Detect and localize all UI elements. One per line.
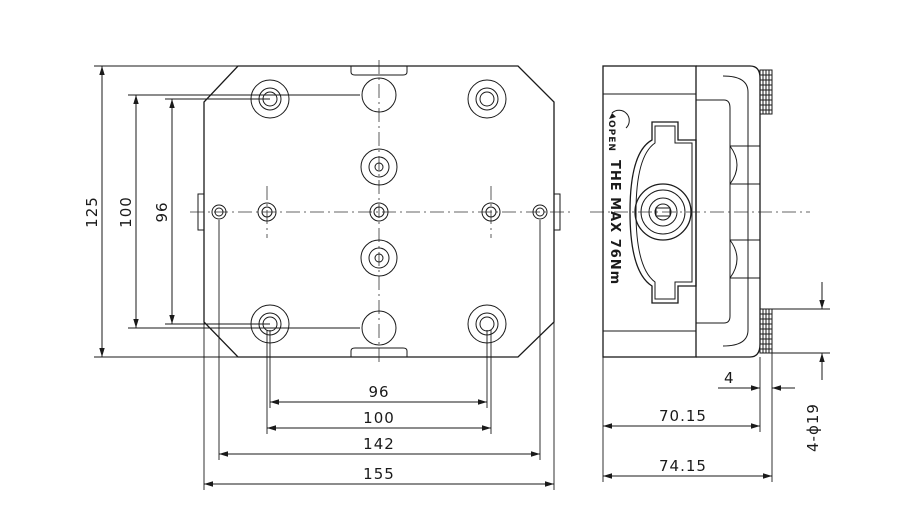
open-arrow-icon	[611, 109, 630, 129]
plate-outline	[203, 65, 555, 358]
actuator-window	[629, 121, 697, 304]
dim-100-v-label: 100	[117, 196, 135, 228]
top-slot	[350, 66, 408, 76]
mid-hole-right	[481, 202, 501, 222]
dim-74-15-label: 74.15	[659, 457, 707, 475]
side-view: OPEN THE MAX 76Nm 70.15 74.15 4 4-ϕ19	[590, 65, 830, 482]
center-lower-counterbore	[360, 239, 398, 277]
dim-pin-diameter-label: 4-ϕ19	[804, 403, 822, 452]
clamp-pin-bottom	[759, 308, 773, 354]
mid-hole-center	[369, 202, 389, 222]
dim-4-label: 4	[724, 369, 735, 387]
clamp-pin-top	[759, 69, 773, 115]
dim-142-label: 142	[363, 435, 395, 453]
dim-155-label: 155	[363, 465, 395, 483]
dim-125-label: 125	[83, 196, 101, 228]
center-bottom-hole	[361, 310, 397, 346]
side-clamp-section	[696, 65, 761, 358]
counterbore-hole-top-right	[467, 79, 507, 119]
front-view: 125 100 96 96 100 142 155	[83, 60, 570, 490]
dim-96-v-label: 96	[153, 201, 171, 222]
center-upper-counterbore	[360, 148, 398, 186]
center-top-hole	[361, 77, 397, 113]
engraving-brand: THE MAX 76Nm	[607, 160, 622, 285]
mid-hole-far-right	[532, 204, 548, 220]
dim-70-15-label: 70.15	[659, 407, 707, 425]
dim-96-h-label: 96	[368, 383, 389, 401]
mid-hole-far-left	[211, 204, 227, 220]
mid-hole-left	[257, 202, 277, 222]
engraving-open: OPEN	[606, 120, 616, 152]
dim-100-h-label: 100	[363, 409, 395, 427]
